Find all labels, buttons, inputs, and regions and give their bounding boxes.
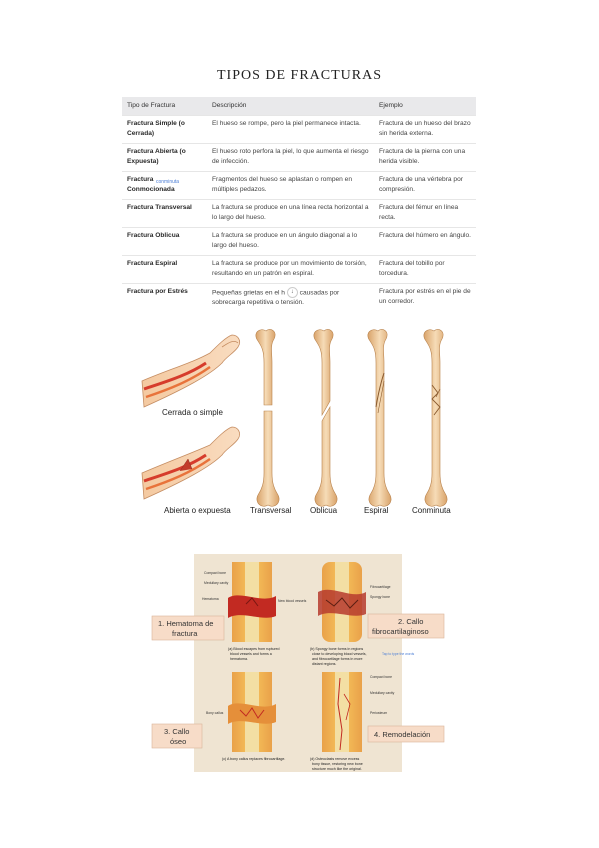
cell-ejemplo: Fractura de la pierna con una herida vis…	[374, 143, 476, 172]
cell-tipo: Fractura Conmocionada conminuta	[122, 171, 207, 200]
stage-d-remodeling	[322, 672, 362, 752]
stage-a-hematoma	[228, 562, 276, 642]
caption-d2: bony tissue, restoring new bone	[312, 762, 363, 766]
label-oblicua: Oblicua	[310, 506, 338, 515]
label-periosteum: Periosteum	[370, 711, 387, 715]
hover-suggestion[interactable]: conminuta	[156, 179, 180, 185]
stage-3-label-a: 3. Callo	[164, 727, 189, 736]
label-hematoma: Hematoma	[202, 597, 219, 601]
label-new-vessels: New blood vessels	[278, 599, 307, 603]
cell-ejemplo: Fractura de un hueso del brazo sin herid…	[374, 115, 476, 144]
header-descripcion: Descripción	[207, 97, 374, 116]
cell-tipo: Fractura Transversal	[122, 199, 207, 228]
label-abierta: Abierta o expuesta	[164, 506, 231, 515]
bone-oblicua	[313, 329, 338, 507]
caption-b4: distant regions.	[312, 662, 336, 666]
stage-3-box: 3. Callo óseo	[151, 723, 203, 749]
cell-ejemplo: Fractura del tobillo por torcedura.	[374, 255, 476, 284]
cell-descripcion: La fractura se produce por un movimiento…	[207, 255, 374, 284]
fracture-types-figure: Cerrada o simple Abierta o expuesta Tran…	[141, 329, 451, 515]
cell-ejemplo: Fractura por estrés en el pie de un corr…	[374, 283, 476, 313]
cell-ejemplo: Fractura del húmero en ángulo.	[374, 227, 476, 256]
cell-tipo: Fractura Simple (o Cerrada)	[122, 115, 207, 144]
stage-2-label-a: 2. Callo	[398, 617, 423, 626]
healing-figure-background	[194, 554, 402, 772]
bone-healing-figure: Compact bone Medullary cavity Hematoma N…	[151, 554, 445, 772]
desc-part-b: causadas por sobrecarga repetitiva o ten…	[212, 289, 340, 307]
cell-descripcion: La fractura se produce en una línea rect…	[207, 199, 374, 228]
label-espiral: Espiral	[364, 506, 389, 515]
header-ejemplo: Ejemplo	[374, 97, 476, 116]
caption-d3: structure much like the original.	[312, 767, 362, 771]
caption-b1: (b) Spongy bone forms in regions	[310, 647, 363, 651]
table-row: Fractura por Estrés Pequeñas grietas en …	[122, 283, 476, 313]
caption-c1: (c) A bony callus replaces fibrocartilag…	[222, 757, 285, 761]
cell-tipo-text: Fractura Conmocionada	[127, 176, 175, 193]
stage-b-fibrocartilage	[318, 562, 366, 642]
cell-descripcion: El hueso roto perfora la piel, lo que au…	[207, 143, 374, 172]
label-medullary-cavity: Medullary cavity	[204, 581, 229, 585]
label-conminuta: Conminuta	[412, 506, 451, 515]
label-bony-callus: Bony callus	[206, 711, 224, 715]
table-row: Fractura Espiral La fractura se produce …	[122, 255, 476, 284]
open-fracture-arm	[141, 426, 240, 500]
scroll-down-button[interactable]: ↓	[286, 287, 298, 298]
cell-descripcion: El hueso se rompe, pero la piel permanec…	[207, 115, 374, 144]
stage-c-bony-callus	[228, 672, 276, 752]
stage-4-box: 4. Remodelación	[367, 725, 445, 743]
stage-3-label-b: óseo	[170, 737, 186, 746]
closed-fracture-arm	[141, 334, 240, 408]
bone-conminuta	[423, 329, 448, 507]
caption-a3: hematoma.	[230, 657, 248, 661]
page-title: TIPOS DE FRACTURAS	[216, 68, 383, 83]
stage-1-label-b: fractura	[172, 629, 198, 638]
table-row: Fractura Conmocionada conminuta Fragment…	[122, 171, 476, 200]
stage-1-box: 1. Hematoma de fractura	[151, 615, 225, 641]
table-row: Fractura Abierta (o Expuesta) El hueso r…	[122, 143, 476, 172]
cell-tipo: Fractura Espiral	[122, 255, 207, 284]
fracture-types-table: Tipo de Fractura Descripción Ejemplo Fra…	[122, 97, 476, 313]
cell-ejemplo: Fractura del fémur en línea recta.	[374, 199, 476, 228]
label-compact-bone: Compact bone	[204, 571, 226, 575]
stage-4-label: 4. Remodelación	[374, 730, 430, 739]
tap-to-type-link[interactable]: Tap to type the words	[382, 652, 415, 656]
stage-1-label-a: 1. Hematoma de	[158, 619, 213, 628]
header-tipo: Tipo de Fractura	[122, 97, 207, 116]
table-row: Fractura Simple (o Cerrada) El hueso se …	[122, 115, 476, 144]
caption-b2: close to developing blood vessels,	[312, 652, 367, 656]
cell-descripcion: Fragmentos del hueso se aplastan o rompe…	[207, 171, 374, 200]
desc-part-a: Pequeñas grietas en el h	[212, 289, 285, 297]
cell-tipo: Fractura por Estrés	[122, 283, 207, 313]
label-spongy-bone: Spongy bone	[370, 595, 390, 599]
label-medullary-cavity-2: Medullary cavity	[370, 691, 395, 695]
label-compact-bone-2: Compact bone	[370, 675, 392, 679]
cell-descripcion: La fractura se produce en un ángulo diag…	[207, 227, 374, 256]
cell-descripcion: Pequeñas grietas en el h ↓ causadas por …	[207, 283, 374, 313]
stage-2-box: 2. Callo fibrocartilaginoso	[367, 613, 445, 639]
caption-b3: and fibrocartilage forms in more	[312, 657, 363, 661]
label-transversal: Transversal	[250, 506, 292, 515]
label-cerrada: Cerrada o simple	[162, 408, 223, 417]
cell-tipo: Fractura Abierta (o Expuesta)	[122, 143, 207, 172]
bone-transversal	[255, 329, 280, 507]
cell-ejemplo: Fractura de una vértebra por compresión.	[374, 171, 476, 200]
caption-d1: (d) Osteoclasts remove excess	[310, 757, 360, 761]
caption-a2: blood vessels and forms a	[230, 652, 272, 656]
bone-espiral	[367, 329, 392, 507]
stage-2-label-b: fibrocartilaginoso	[372, 627, 429, 636]
cell-tipo: Fractura Oblicua	[122, 227, 207, 256]
label-fibrocartilage: Fibrocartilage	[370, 585, 391, 589]
table-row: Fractura Transversal La fractura se prod…	[122, 199, 476, 228]
table-row: Fractura Oblicua La fractura se produce …	[122, 227, 476, 256]
caption-a1: (a) Blood escapes from ruptured	[228, 647, 280, 651]
